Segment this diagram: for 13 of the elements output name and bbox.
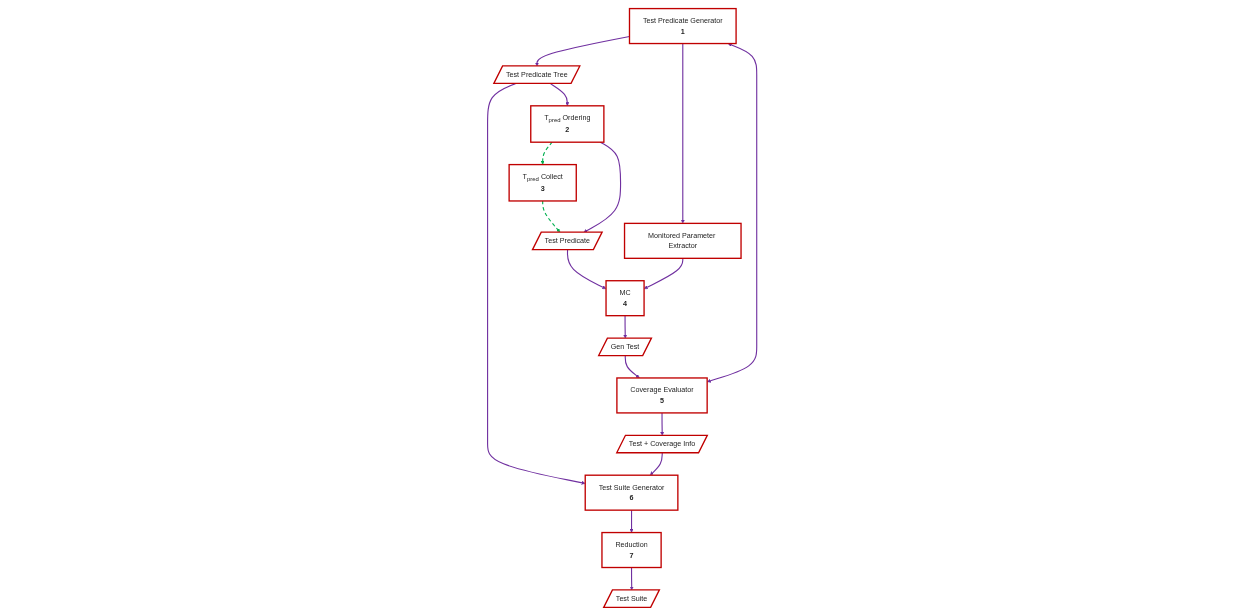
arrow: [707, 43, 758, 383]
arrow: [550, 83, 570, 106]
arrow: [567, 249, 607, 289]
arrow: [650, 452, 664, 476]
arrow: [660, 412, 665, 436]
arrow: [629, 509, 634, 533]
arrow: [681, 43, 686, 224]
arrow: [541, 141, 553, 165]
arrow: [625, 355, 640, 379]
arrow: [542, 200, 561, 233]
arrow: [487, 83, 586, 485]
arrow: [644, 257, 684, 289]
arrow: [623, 315, 628, 339]
